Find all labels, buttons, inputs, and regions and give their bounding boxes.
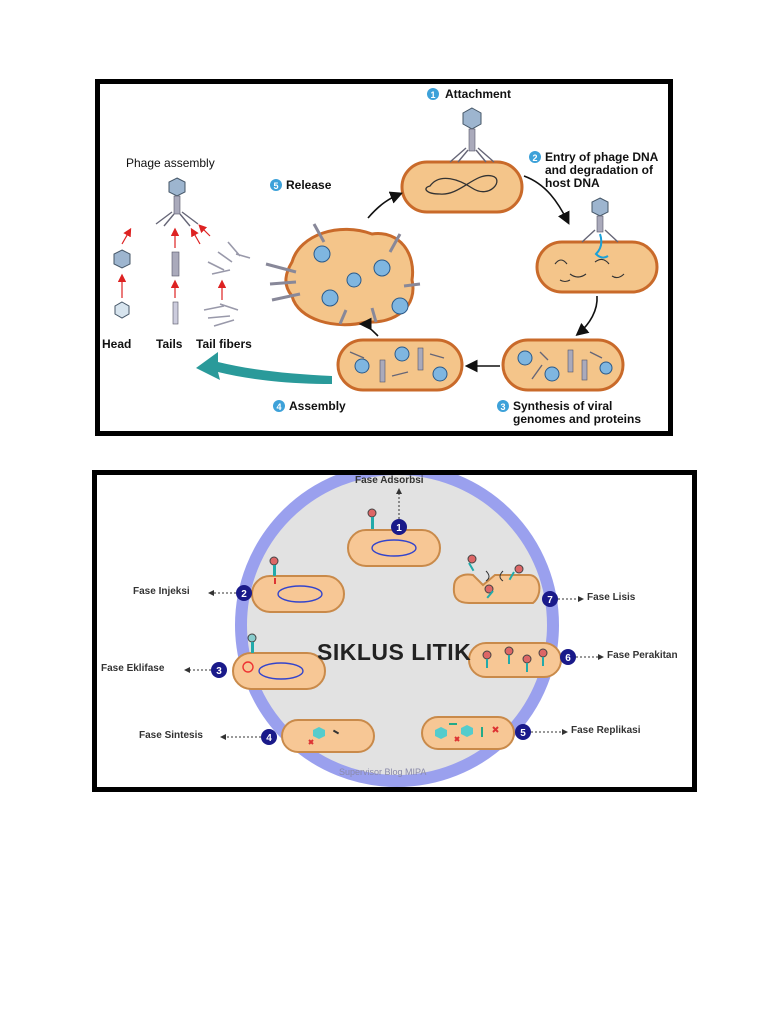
- part-label-tail-fibers: Tail fibers: [196, 337, 252, 351]
- cell-assembly: [336, 338, 464, 392]
- phase-label-injeksi: Fase Injeksi: [133, 586, 190, 597]
- cell-perakitan: [468, 642, 562, 678]
- arrow-4-5: [358, 317, 379, 337]
- siklus-litik-figure: 1 2 3 4 5 6 7 SIKLUS LITIK Supervisor Bl…: [92, 470, 697, 792]
- step-number-2: 2: [532, 153, 537, 163]
- step-badge-1: 1: [427, 88, 439, 100]
- assembled-phage: [155, 177, 199, 227]
- part-label-tails: Tails: [156, 337, 183, 351]
- phase-label-perakitan: Fase Perakitan: [607, 650, 678, 661]
- phase-number-6: 6: [565, 653, 571, 664]
- lytic-cycle-drawing: 1 2 3 4 5: [113, 88, 659, 412]
- assembly-big-arrow: [196, 352, 332, 384]
- phase-number-3: 3: [216, 666, 222, 677]
- lytic-cycle-figure: 1 2 3 4 5 Attachment Entry of phage DNA …: [95, 79, 673, 436]
- step-badge-2: 2: [529, 151, 541, 163]
- cell-attachment: [400, 160, 524, 214]
- arrow-5-1: [367, 191, 403, 219]
- cycle-ring: [235, 475, 559, 787]
- siklus-litik-drawing: 1 2 3 4 5 6 7: [184, 475, 604, 787]
- watermark: Supervisor Blog MIPA: [339, 767, 427, 777]
- head-parts: [113, 227, 132, 319]
- phage-entry: [581, 197, 619, 243]
- part-label-head: Head: [102, 337, 132, 351]
- step-number-4: 4: [276, 402, 281, 412]
- tail-fiber-parts: [190, 224, 251, 327]
- phase-badge-5: 5: [515, 724, 531, 740]
- cell-release: [265, 223, 421, 327]
- phage-assembly-title: Phage assembly: [126, 156, 215, 170]
- step-label-attachment: Attachment: [445, 87, 512, 101]
- step-label-release: Release: [286, 178, 332, 192]
- arrow-1-2: [523, 175, 570, 225]
- phase-badge-4: 4: [261, 729, 277, 745]
- step-badge-4: 4: [273, 400, 285, 412]
- step-badge-3: 3: [497, 400, 509, 412]
- siklus-litik-title: SIKLUS LITIK: [317, 639, 472, 665]
- phase-badge-1: 1: [391, 519, 407, 535]
- step-number-3: 3: [500, 402, 505, 412]
- phase-badge-3: 3: [211, 662, 227, 678]
- phase-label-replikasi: Fase Replikasi: [571, 725, 641, 736]
- phase-badge-2: 2: [236, 585, 252, 601]
- cell-eklifase: [232, 633, 326, 690]
- cell-lisis: [452, 554, 541, 604]
- phase-number-7: 7: [547, 595, 553, 606]
- phase-number-5: 5: [520, 728, 526, 739]
- step-label-synthesis: Synthesis of viral genomes and proteins: [513, 399, 642, 426]
- step-badge-5: 5: [270, 179, 282, 191]
- arrow-2-3: [575, 295, 598, 337]
- step-number-5: 5: [273, 181, 278, 191]
- step-label-entry: Entry of phage DNA and degradation of ho…: [545, 150, 658, 190]
- step-number-1: 1: [430, 90, 435, 100]
- phase-label-adsorbsi: Fase Adsorbsi: [355, 475, 424, 486]
- cell-entry: [535, 233, 659, 294]
- phage-attachment: [449, 107, 495, 163]
- cell-injeksi: [251, 556, 345, 613]
- phase-label-eklifase: Fase Eklifase: [101, 663, 165, 674]
- phase-label-sintesis: Fase Sintesis: [139, 730, 203, 741]
- phase-label-lisis: Fase Lisis: [587, 592, 636, 603]
- phase-number-1: 1: [396, 523, 402, 534]
- cell-sintesis: [281, 719, 375, 753]
- step-label-assembly: Assembly: [289, 399, 346, 413]
- phase-number-4: 4: [266, 733, 272, 744]
- cell-replikasi: [421, 716, 515, 750]
- phase-badge-7: 7: [542, 591, 558, 607]
- phase-badge-6: 6: [560, 649, 576, 665]
- phase-number-2: 2: [241, 589, 247, 600]
- tail-parts: [170, 227, 180, 325]
- cell-synthesis: [501, 338, 625, 392]
